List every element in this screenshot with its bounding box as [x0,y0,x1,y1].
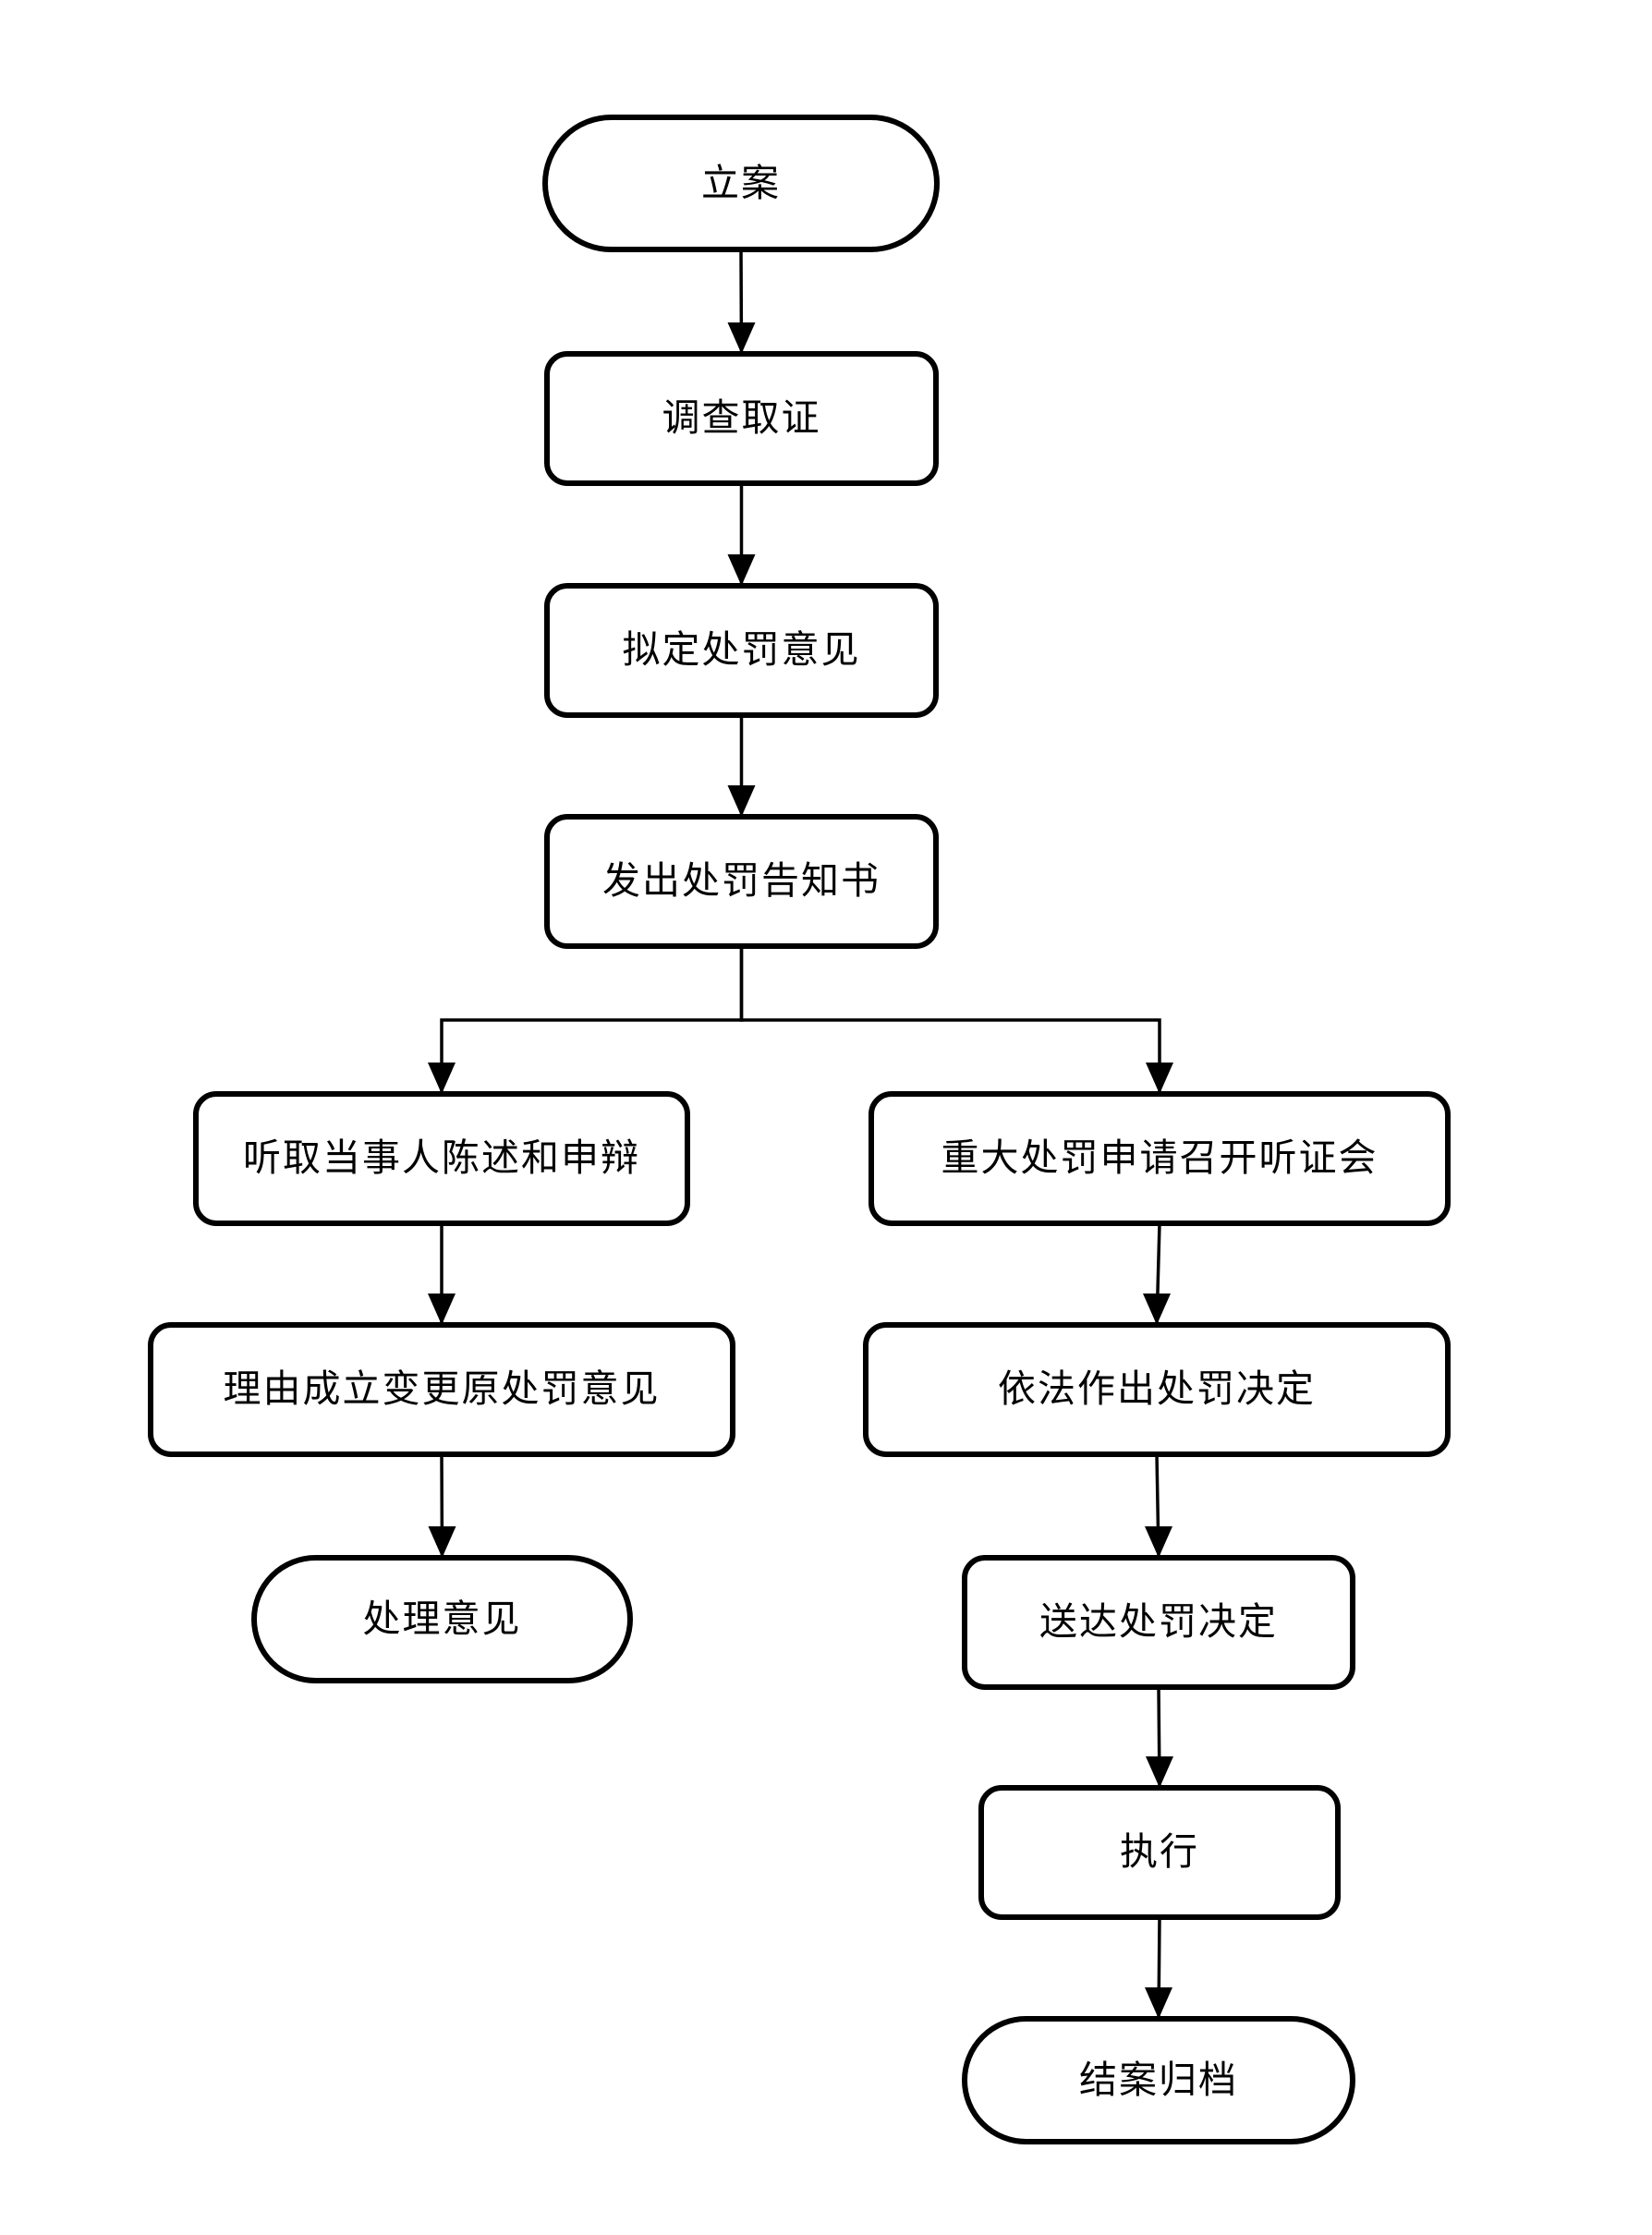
arrowhead-e6 [428,1294,456,1325]
arrowhead-e4 [428,1063,456,1094]
node-n11[interactable] [978,1785,1341,1920]
edge-e5 [739,946,1173,1094]
node-n4[interactable] [544,814,939,949]
arrowhead-e1 [727,322,756,354]
arrowhead-e10 [1146,1756,1173,1788]
node-n8[interactable] [863,1322,1451,1457]
arrowhead-e8 [1143,1294,1171,1325]
arrowhead-e3 [727,785,756,817]
node-n3[interactable] [544,583,939,718]
node-n1[interactable] [542,115,940,252]
nodes-layer [148,115,1451,2144]
arrowhead-e5 [1146,1063,1173,1094]
arrowhead-e11 [1145,1987,1172,2019]
edge-e6 [428,1223,456,1325]
node-n2[interactable] [544,351,939,486]
edge-e2 [727,483,756,586]
edge-e7 [428,1453,456,1559]
edge-e10 [1146,1686,1173,1789]
node-n9[interactable] [251,1555,633,1683]
node-n7[interactable] [148,1322,735,1457]
node-n12[interactable] [962,2016,1355,2144]
arrowhead-e2 [727,554,756,586]
edge-line-e4 [440,946,744,1094]
edge-e8 [1143,1222,1171,1326]
edge-e4 [428,946,744,1094]
node-n5[interactable] [193,1091,690,1226]
arrowhead-e9 [1145,1526,1172,1558]
edge-e1 [727,249,756,355]
arrowhead-e7 [428,1526,456,1558]
node-n6[interactable] [869,1091,1451,1226]
edge-e9 [1145,1453,1172,1559]
edge-e3 [727,715,756,817]
edge-line-e5 [739,946,1161,1094]
node-n10[interactable] [962,1555,1355,1690]
edge-e11 [1145,1916,1172,2020]
edges-layer [428,249,1173,2020]
